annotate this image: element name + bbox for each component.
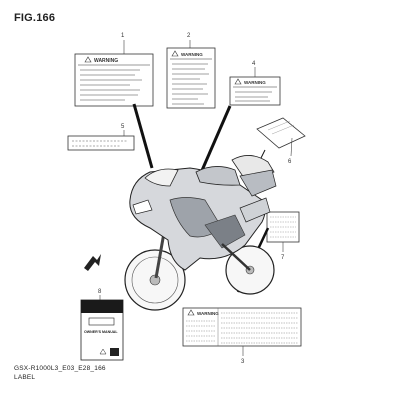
callout-3: 3 <box>241 359 245 365</box>
label-3-warning-text: WARNING <box>197 311 219 316</box>
label-1-warning-text: WARNING <box>94 58 118 64</box>
label-5-sticker[interactable]: 5 <box>67 124 135 151</box>
callout-2: 2 <box>187 33 191 39</box>
label-4-warning-text: WARNING <box>244 80 266 85</box>
motorcycle-illustration <box>124 155 277 311</box>
callout-5: 5 <box>121 124 125 130</box>
callout-6: 6 <box>288 159 292 165</box>
drawing-code: GSX-R1000L3_E03_E28_166 <box>14 365 106 372</box>
drawing-label: LABEL <box>14 374 36 381</box>
label-1-warning-sticker[interactable]: 1 WARNING <box>74 33 154 107</box>
callout-4: 4 <box>252 61 256 67</box>
label-6-sticker[interactable]: 6 <box>256 117 306 165</box>
label-2-warning-text: WARNING <box>181 52 203 57</box>
label-7-sticker[interactable]: 7 <box>266 211 300 261</box>
label-2-warning-sticker[interactable]: 2 WARNING <box>166 33 216 109</box>
callout-7: 7 <box>281 255 285 261</box>
label-8-owners-manual[interactable]: 8 OWNER'S MANUAL <box>80 289 124 361</box>
label-3-warning-table-sticker[interactable]: WARNING 3 <box>182 307 302 365</box>
label-4-warning-sticker[interactable]: 4 WARNING <box>229 61 281 106</box>
callout-1: 1 <box>121 33 125 39</box>
front-direction-arrow-icon <box>84 254 101 271</box>
figure-title: FIG.166 <box>14 12 56 24</box>
callout-8: 8 <box>98 289 102 295</box>
owners-manual-text: OWNER'S MANUAL <box>84 330 118 334</box>
